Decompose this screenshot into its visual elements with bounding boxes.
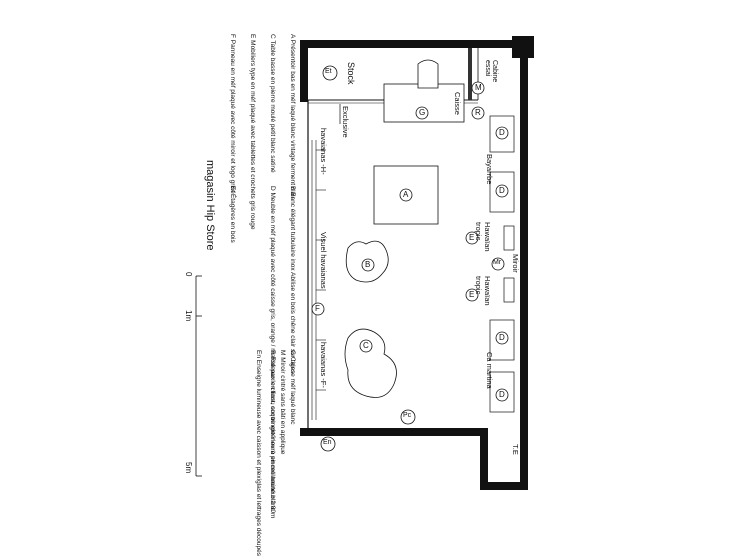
marker-f: F — [315, 304, 320, 313]
marker-d-2: D — [499, 186, 505, 195]
marker-g: G — [419, 108, 426, 117]
marker-a: A — [403, 190, 409, 199]
walls — [300, 36, 534, 490]
marker-d-3: D — [499, 333, 505, 342]
label-stock: Stock — [346, 62, 356, 85]
label-hawaiian-1: Hawaïan tropic — [474, 222, 492, 252]
label-hawaiian-2: Hawaïan tropic — [474, 276, 492, 306]
label-miroir: Miroir — [511, 254, 520, 273]
label-exclusive: Exclusive — [341, 106, 350, 138]
label-cabine: Cabine essai — [484, 60, 498, 83]
marker-e-1: E — [469, 233, 475, 242]
label-te: T.E — [511, 444, 520, 455]
label-havaianas-bottom: havaianas -F- — [319, 342, 328, 388]
marker-et: Et — [325, 68, 332, 75]
marker-d-4: D — [499, 390, 505, 399]
marker-pc: Pc — [403, 412, 412, 419]
marker-en: En — [323, 439, 332, 446]
marker-m: M — [475, 83, 482, 92]
label-visuel: Visuel havaianas — [319, 232, 328, 289]
label-caisse: Caisse — [453, 92, 462, 115]
label-havaianas-top: havaianas -H- — [319, 128, 328, 175]
label-bayarrbe: Bayarrbe — [485, 154, 494, 185]
marker-d-1: D — [499, 128, 505, 137]
marker-c: C — [363, 341, 369, 350]
table-c — [344, 328, 397, 398]
marker-mr: Mr — [493, 259, 502, 266]
marker-e-2: E — [469, 290, 475, 299]
marker-r: R — [475, 108, 481, 117]
label-ca-martina: Ca martina — [485, 352, 494, 389]
marker-b: B — [365, 260, 371, 269]
